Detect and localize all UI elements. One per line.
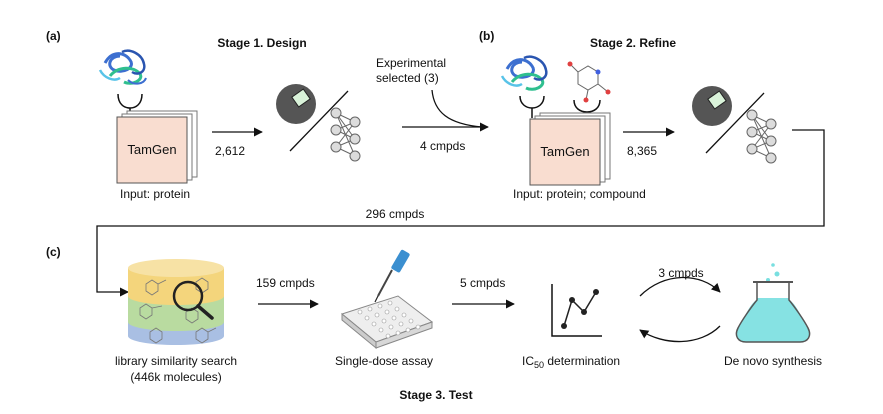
tamgen-model-box-stage2: TamGen <box>529 112 611 186</box>
synthesis-count-label: 3 cmpds <box>658 266 703 280</box>
library-search-label: library similarity search <box>115 354 237 368</box>
neural-network-icon <box>330 107 361 162</box>
experimental-label-line1: Experimental <box>376 56 446 70</box>
denovo-label: De novo synthesis <box>724 354 822 368</box>
filter-icon <box>692 86 732 126</box>
protein-structure-icon <box>500 55 548 91</box>
ic50-suffix: determination <box>544 354 620 368</box>
ic50-label: IC50 determination <box>522 354 620 370</box>
stage3-title: Stage 3. Test <box>399 388 472 402</box>
pipette-icon <box>374 249 410 303</box>
arrow-ic50-to-synthesis <box>639 276 721 297</box>
experimental-label-line2: selected (3) <box>376 71 439 85</box>
refine-count-label: 8,365 <box>627 144 657 158</box>
ic50-chart-icon <box>551 284 602 337</box>
stage2-title: Stage 2. Refine <box>590 36 676 50</box>
experimental-merge-curve <box>431 89 483 128</box>
stage1-title: Stage 1. Design <box>217 36 306 50</box>
magnifier-icon <box>172 280 214 320</box>
ic50-prefix: IC <box>522 354 534 368</box>
neural-network-icon <box>746 109 777 164</box>
ic50-subscript: 50 <box>534 360 544 370</box>
tamgen-label: TamGen <box>540 144 589 159</box>
filter-divider <box>705 92 765 154</box>
stage1-input-label: Input: protein <box>120 187 190 201</box>
single-dose-label: Single-dose assay <box>335 354 433 368</box>
binding-pocket-icon <box>117 93 143 109</box>
filter-icon <box>276 84 316 124</box>
well-plate-icon <box>340 295 434 350</box>
panel-label-b: (b) <box>479 29 494 43</box>
tamgen-label: TamGen <box>127 142 176 157</box>
binding-pocket-icon <box>519 95 545 109</box>
library-size-label: (446k molecules) <box>130 370 221 384</box>
molecule-icon <box>567 61 611 103</box>
design-count-label: 2,612 <box>215 144 245 158</box>
arrow-refine-to-library <box>96 129 825 297</box>
stage2-input-label: Input: protein; compound <box>513 187 646 201</box>
panel-label-c: (c) <box>46 245 61 259</box>
panel-label-a: (a) <box>46 29 61 43</box>
flask-icon <box>735 263 811 343</box>
design-selected-label: 4 cmpds <box>420 139 465 153</box>
filter-divider <box>289 90 349 152</box>
assay-hits-label: 5 cmpds <box>460 276 505 290</box>
arrow-synthesis-to-ic50 <box>639 325 721 343</box>
library-hits-label: 159 cmpds <box>256 276 315 290</box>
database-icon <box>128 259 224 345</box>
refine-selected-label: 296 cmpds <box>366 207 425 221</box>
tamgen-model-box-stage1: TamGen <box>116 110 198 184</box>
protein-structure-icon <box>98 49 147 85</box>
